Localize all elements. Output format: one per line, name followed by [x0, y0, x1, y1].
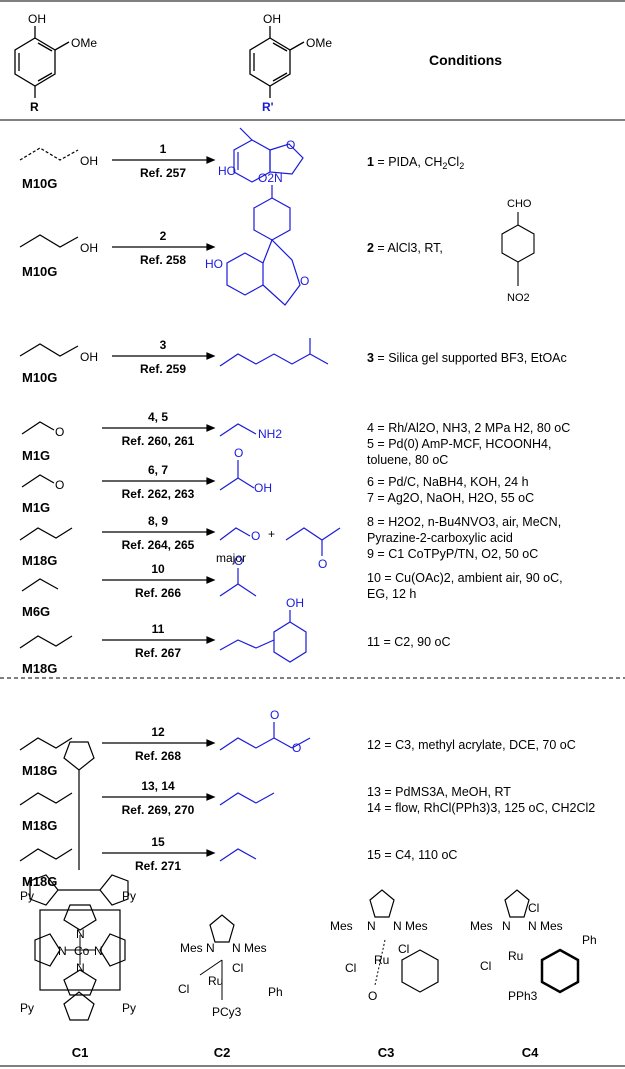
row5-o: O — [55, 478, 64, 492]
header-product-oh-label: OH — [263, 12, 281, 26]
catalyst-c3-label: C3 — [377, 1045, 395, 1060]
row10-ref: Ref. 269, 270 — [121, 803, 195, 817]
row9-reagent: 12 — [151, 725, 165, 739]
cond-2-aldehyde-cho: CHO — [507, 198, 532, 210]
row5-o: O — [234, 446, 243, 460]
row9-o2: O — [292, 741, 301, 755]
header-oh-label: OH — [28, 12, 46, 26]
row6-substrate: M18G — [22, 553, 58, 568]
row8-substrate: M18G — [22, 661, 58, 676]
cond-13: 13 = PdMS3A, MeOH, RT — [367, 785, 511, 799]
row10-reagent: 13, 14 — [141, 779, 175, 793]
cond-10-line2: EG, 12 h — [367, 587, 417, 601]
header-ome-label: OMe — [71, 36, 97, 50]
row5-ref: Ref. 262, 263 — [121, 487, 195, 501]
row9-substrate: M18G — [22, 763, 58, 778]
catalyst-c2-label: C2 — [213, 1045, 231, 1060]
row7-ref: Ref. 266 — [134, 586, 182, 600]
cond-3: 3 = Silica gel supported BF3, EtOAc — [367, 351, 567, 365]
row4-nh2: NH2 — [258, 427, 282, 441]
row1-reagent: 1 — [159, 142, 167, 156]
row9-ref: Ref. 268 — [134, 749, 182, 763]
row1-ho: HO — [218, 164, 236, 178]
row8-ref: Ref. 267 — [134, 646, 182, 660]
cond-8-line3: 9 = C1 CoTPyP/TN, O2, 50 oC — [367, 547, 539, 561]
cond-11: 11 = C2, 90 oC — [367, 635, 451, 649]
cond-4-line2: 5 = Pd(0) AmP-MCF, HCOONH4, — [367, 437, 552, 451]
row6-o1: O — [251, 529, 260, 543]
row4-substrate: M1G — [22, 448, 51, 463]
row3-ref: Ref. 259 — [139, 362, 187, 376]
row6-major: major — [216, 551, 246, 565]
row3-reagent: 3 — [159, 338, 167, 352]
cond-14: 14 = flow, RhCl(PPh3)3, 125 oC, CH2Cl2 — [367, 801, 596, 815]
row6-reagent: 8, 9 — [147, 514, 168, 528]
row8-reagent: 11 — [151, 622, 165, 636]
row4-o: O — [55, 425, 64, 439]
header-product-ome-label: OMe — [306, 36, 332, 50]
row11-ref: Ref. 271 — [134, 859, 182, 873]
header-r-prime-label: R' — [262, 100, 274, 114]
row5-oh: OH — [254, 481, 272, 495]
row6-ref: Ref. 264, 265 — [121, 538, 195, 552]
header-product-structure — [249, 26, 305, 98]
substrate-fragments — [19, 147, 79, 862]
cond-8-line1: 8 = H2O2, n-Bu4NVO3, air, MeCN, — [367, 515, 562, 529]
row11-substrate: M18G — [22, 874, 58, 889]
cond-15: 15 = C4, 110 oC — [367, 848, 458, 862]
cond-1: 1 = PIDA, CH2Cl2 — [367, 155, 465, 171]
cond-12: 12 = C3, methyl acrylate, DCE, 70 oC — [367, 738, 576, 752]
row1-oh: OH — [80, 154, 98, 168]
header-r-label: R — [30, 100, 39, 114]
cond-6-line1: 6 = Pd/C, NaBH4, KOH, 24 h — [367, 475, 529, 489]
row6-o2: O — [318, 557, 327, 571]
row5-reagent: 6, 7 — [147, 463, 168, 477]
row11-reagent: 15 — [151, 835, 165, 849]
catalyst-c4-label: C4 — [521, 1045, 539, 1060]
cond-6-line2: 7 = Ag2O, NaOH, H2O, 55 oC — [367, 491, 535, 505]
row10-substrate: M18G — [22, 818, 58, 833]
cond-4-line3: toluene, 80 oC — [367, 453, 449, 467]
row9-o1: O — [270, 708, 279, 722]
conditions-header: Conditions — [429, 52, 503, 68]
row2-ho: HO — [205, 257, 223, 271]
row2-o: O — [300, 274, 309, 288]
row4-ref: Ref. 260, 261 — [121, 434, 195, 448]
row7-o: O — [234, 554, 243, 568]
row2-oh: OH — [80, 241, 98, 255]
catalyst-c1-label: C1 — [71, 1045, 89, 1060]
cond-10-line1: 10 = Cu(OAc)2, ambient air, 90 oC, — [367, 571, 563, 585]
row5-substrate: M1G — [22, 500, 51, 515]
row1-substrate: M10G — [22, 176, 58, 191]
row3-oh: OH — [80, 350, 98, 364]
row7-reagent: 10 — [151, 562, 165, 576]
row3-substrate: M10G — [22, 370, 58, 385]
cond-2-aldehyde-no2: NO2 — [507, 292, 530, 304]
cond-4-line1: 4 = Rh/Al2O, NH3, 2 MPa H2, 80 oC — [367, 421, 571, 435]
row2-ref: Ref. 258 — [139, 253, 187, 267]
cond-2: 2 = AlCl3, RT, — [367, 241, 443, 255]
row2-o2n: O2N — [258, 171, 283, 185]
catalyst-c1-structure — [29, 741, 129, 1021]
product-structures — [219, 127, 341, 862]
row1-ref: Ref. 257 — [139, 166, 187, 180]
reaction-arrows — [102, 156, 216, 857]
cond-8-line2: Pyrazine-2-carboxylic acid — [367, 531, 513, 545]
row6-plus: + — [268, 527, 275, 541]
row7-substrate: M6G — [22, 604, 51, 619]
row2-substrate: M10G — [22, 264, 58, 279]
row2-reagent: 2 — [159, 229, 167, 243]
row8-oh: OH — [286, 596, 304, 610]
row4-reagent: 4, 5 — [147, 410, 168, 424]
header-substrate-structure — [14, 26, 70, 98]
row1-o: O — [286, 138, 295, 152]
